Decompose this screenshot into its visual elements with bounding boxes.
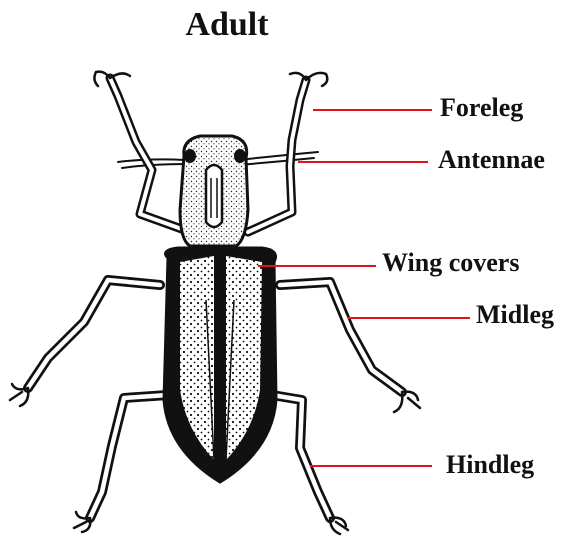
wing-covers-drawing xyxy=(164,248,276,482)
head-and-thorax-drawing xyxy=(180,136,248,246)
label-hindleg: Hindleg xyxy=(446,452,534,478)
label-wing-covers: Wing covers xyxy=(382,250,519,276)
label-antennae: Antennae xyxy=(438,147,545,173)
diagram-title: Adult xyxy=(0,6,454,44)
label-foreleg: Foreleg xyxy=(440,95,523,121)
label-midleg: Midleg xyxy=(476,302,554,328)
